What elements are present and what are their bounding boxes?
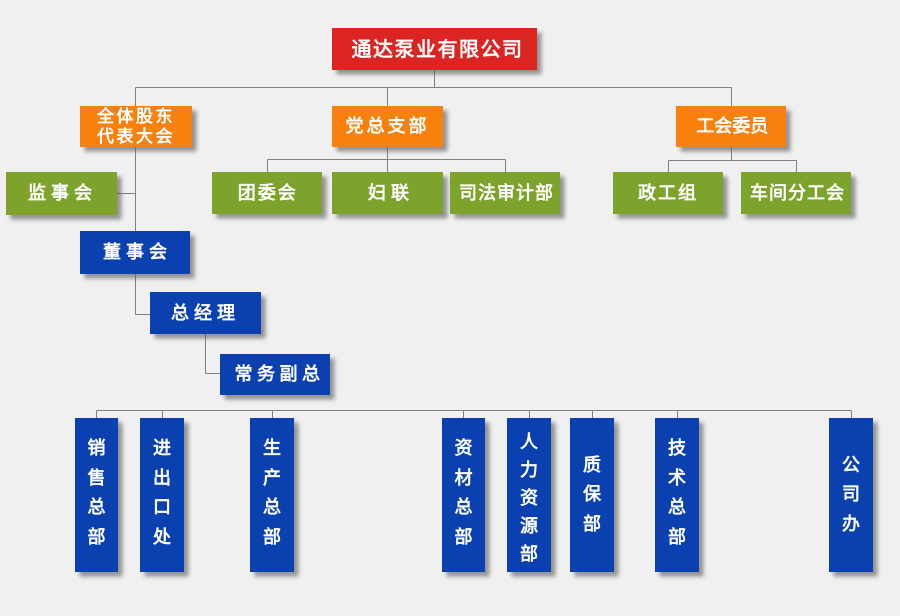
node-justice-audit: 司法审计部 bbox=[450, 172, 560, 214]
node-supervisory-board: 监事会 bbox=[6, 172, 117, 215]
node-technology-division: 技术总部 bbox=[655, 418, 699, 572]
node-board-of-directors-label: 董事会 bbox=[103, 242, 172, 262]
node-shareholders-congress: 全体股东 代表大会 bbox=[80, 106, 192, 147]
node-production-division: 生产总部 bbox=[250, 418, 294, 572]
node-party-branch: 党总支部 bbox=[332, 106, 443, 147]
node-materials-division: 资材总部 bbox=[442, 418, 485, 572]
node-sales-division-label: 销售总部 bbox=[87, 438, 106, 547]
node-union-committee-label: 工会委员 bbox=[696, 116, 769, 136]
node-board-of-directors: 董事会 bbox=[80, 231, 190, 274]
node-women-federation: 妇联 bbox=[332, 172, 443, 214]
node-company-root: 通达泵业有限公司 bbox=[332, 28, 537, 70]
node-company-office: 公司办 bbox=[829, 418, 873, 572]
node-union-committee: 工会委员 bbox=[676, 106, 786, 147]
node-workshop-union-label: 车间分工会 bbox=[750, 182, 845, 203]
node-company-root-label: 通达泵业有限公司 bbox=[351, 39, 524, 61]
node-human-resources-label: 人力资源部 bbox=[520, 431, 538, 564]
node-technology-division-label: 技术总部 bbox=[668, 438, 686, 547]
node-deputy-general-manager: 常务副总 bbox=[220, 354, 330, 395]
node-quality-assurance-label: 质保部 bbox=[583, 454, 601, 534]
node-sales-division: 销售总部 bbox=[75, 418, 118, 572]
node-human-resources: 人力资源部 bbox=[507, 418, 551, 572]
node-shareholders-congress-label-line1: 全体股东 bbox=[97, 107, 175, 126]
node-import-export-office: 进出口处 bbox=[140, 418, 184, 572]
node-shareholders-congress-label-line2: 代表大会 bbox=[97, 126, 175, 146]
node-women-federation-label: 妇联 bbox=[368, 182, 414, 203]
node-materials-division-label: 资材总部 bbox=[454, 438, 473, 547]
node-general-manager: 总经理 bbox=[150, 292, 261, 334]
node-deputy-general-manager-label: 常务副总 bbox=[234, 364, 325, 384]
node-import-export-office-label: 进出口处 bbox=[153, 438, 171, 547]
node-youth-league-label: 团委会 bbox=[237, 182, 298, 203]
node-supervisory-board-label: 监事会 bbox=[28, 183, 97, 203]
node-workshop-union: 车间分工会 bbox=[741, 172, 851, 214]
node-youth-league: 团委会 bbox=[212, 172, 322, 214]
node-political-work-group-label: 政工组 bbox=[638, 182, 698, 203]
node-general-manager-label: 总经理 bbox=[171, 302, 240, 323]
node-production-division-label: 生产总部 bbox=[263, 438, 281, 547]
node-justice-audit-label: 司法审计部 bbox=[459, 182, 554, 203]
node-political-work-group: 政工组 bbox=[613, 172, 723, 214]
node-party-branch-label: 党总支部 bbox=[345, 116, 430, 136]
node-company-office-label: 公司办 bbox=[842, 454, 860, 534]
node-quality-assurance: 质保部 bbox=[570, 418, 614, 572]
